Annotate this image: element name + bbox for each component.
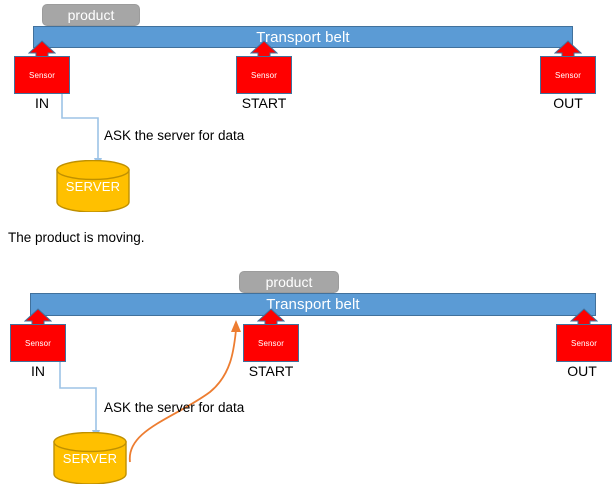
sensor-box-label: Sensor — [555, 70, 581, 80]
transport-belt-top-label: Transport belt — [256, 28, 350, 46]
sensor-box: Sensor — [236, 56, 292, 94]
server-cylinder-bottom[interactable]: SERVER — [53, 432, 127, 484]
sensor-start-top[interactable]: Sensor — [236, 40, 292, 94]
sensor-label-out-top: OUT — [553, 95, 583, 111]
sensor-box: Sensor — [556, 324, 612, 362]
sensor-label-in-bottom: IN — [31, 363, 45, 379]
sensor-box-label: Sensor — [251, 70, 277, 80]
transport-belt-bottom[interactable]: Transport belt — [30, 293, 596, 316]
sensor-box-label: Sensor — [25, 338, 51, 348]
ask-server-text-bottom: ASK the server for data — [104, 400, 245, 415]
sensor-label-start-bottom: START — [248, 363, 294, 379]
sensor-box-label: Sensor — [258, 338, 284, 348]
transport-belt-top[interactable]: Transport belt — [33, 26, 573, 48]
connector-server-to-belt-orange — [129, 320, 241, 463]
transport-belt-bottom-label: Transport belt — [266, 296, 360, 313]
sensor-box-label: Sensor — [571, 338, 597, 348]
sensor-start-bottom[interactable]: Sensor — [243, 308, 299, 362]
product-tag-top[interactable]: product — [42, 4, 140, 26]
server-cylinder-top[interactable]: SERVER — [56, 160, 130, 212]
sensor-box: Sensor — [243, 324, 299, 362]
ask-server-text-top: ASK the server for data — [104, 128, 245, 143]
sensor-out-bottom[interactable]: Sensor — [556, 308, 612, 362]
product-tag-bottom-label: product — [265, 274, 313, 290]
sensor-label-out-bottom: OUT — [567, 363, 597, 379]
product-tag-bottom[interactable]: product — [239, 271, 339, 293]
sensor-box: Sensor — [14, 56, 70, 94]
sensor-label-start-top: START — [241, 95, 287, 111]
sensor-box-label: Sensor — [29, 70, 55, 80]
sensor-box: Sensor — [540, 56, 596, 94]
sensor-label-in-top: IN — [35, 95, 49, 111]
sensor-in-top[interactable]: Sensor — [14, 40, 70, 94]
sensor-in-bottom[interactable]: Sensor — [10, 308, 66, 362]
caption-product-moving: The product is moving. — [8, 230, 145, 245]
sensor-box: Sensor — [10, 324, 66, 362]
sensor-out-top[interactable]: Sensor — [540, 40, 596, 94]
product-tag-top-label: product — [67, 7, 115, 23]
